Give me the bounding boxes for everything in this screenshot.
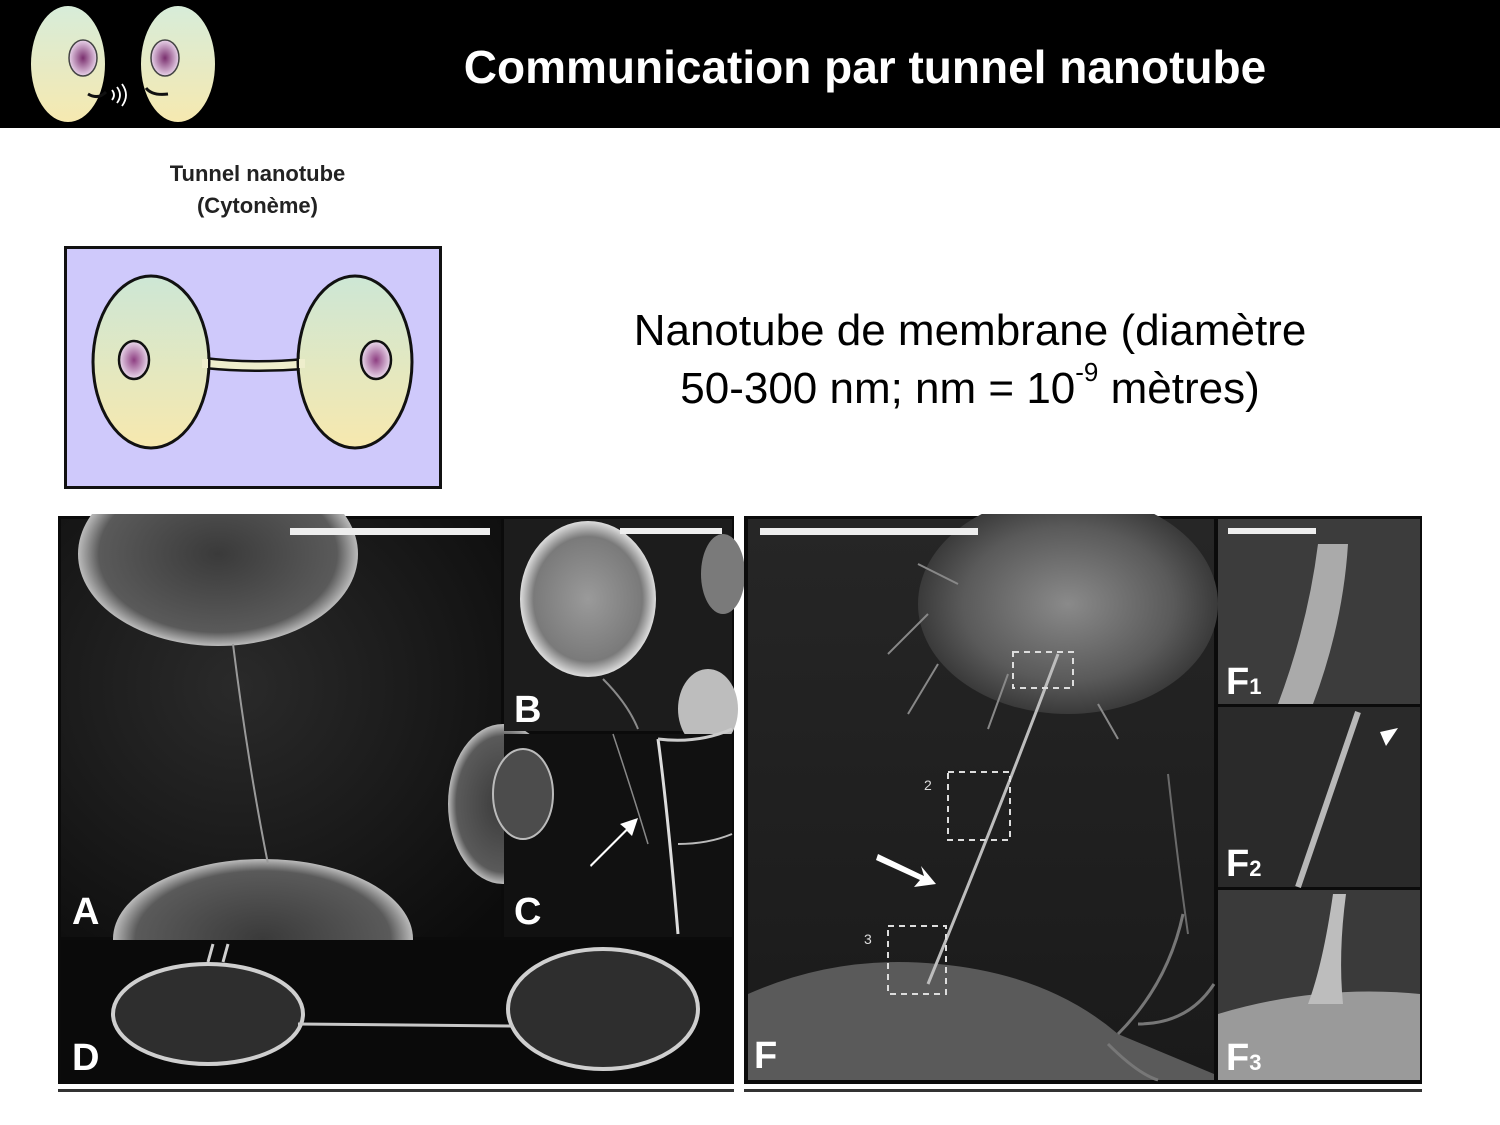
panel-label-a: A [72,891,99,933]
slide-header: Communication par tunnel nanotube [0,0,1500,128]
panel-label-f1-sub: 1 [1249,674,1261,699]
panel-label-b: B [514,689,541,731]
panel-f: 2 3 F [748,514,1218,1082]
panel-f3: F3 [1218,890,1420,1080]
diagram-label-line2: (Cytonème) [196,193,318,218]
panel-c-arrow-icon [590,818,638,867]
panel-f-arrow-icon [876,854,936,887]
panel-a: A [61,514,558,1019]
panel-d: D [61,940,733,1080]
description-line1: Nanotube de membrane (diamètre [633,306,1307,355]
tunnel-nanotube-diagram [64,246,442,489]
right-cell-shape [296,274,414,450]
right-nucleus-shape [359,339,393,381]
slide-title: Communication par tunnel nanotube [463,41,1267,93]
diagram-label-line1: Tunnel nanotube [169,161,346,186]
left-cell-shape [91,274,211,450]
panel-label-f: F [754,1035,777,1077]
panel-label-f2: F [1226,843,1249,885]
description-line2: 50-300 nm; nm = 10-9 mètres) [560,357,1380,418]
panel-label-c: C [514,891,541,933]
panel-label-f3: F [1226,1037,1249,1079]
talking-cells-logo-icon [31,6,215,122]
panel-label-f2-sub: 2 [1249,856,1261,881]
panel-c: C [492,727,733,937]
svg-text:F3: F3 [1226,1037,1261,1079]
description-line2-prefix: 50-300 nm; nm = 10 [680,364,1076,413]
nanotube-description: Nanotube de membrane (diamètre 50-300 nm… [560,302,1380,418]
panel-f2-arrowhead-icon [1380,728,1398,746]
box-label-2: 2 [924,777,932,793]
svg-text:F2: F2 [1226,843,1261,885]
panel-label-f3-sub: 3 [1249,1050,1261,1075]
microscopy-figure: A B C D [58,514,1422,1092]
description-exponent: -9 [1075,357,1099,387]
panel-label-d: D [72,1037,99,1079]
panel-label-f1: F [1226,661,1249,703]
panel-f2: F2 [1218,707,1420,888]
diagram-label: Tunnel nanotube (Cytonème) [120,158,395,222]
description-line2-suffix: mètres) [1098,364,1260,413]
box-label-3: 3 [864,931,872,947]
panel-b: B [504,519,745,749]
svg-text:F1: F1 [1226,661,1261,703]
left-nucleus-shape [117,339,151,381]
panel-f1: F1 [1218,519,1420,704]
